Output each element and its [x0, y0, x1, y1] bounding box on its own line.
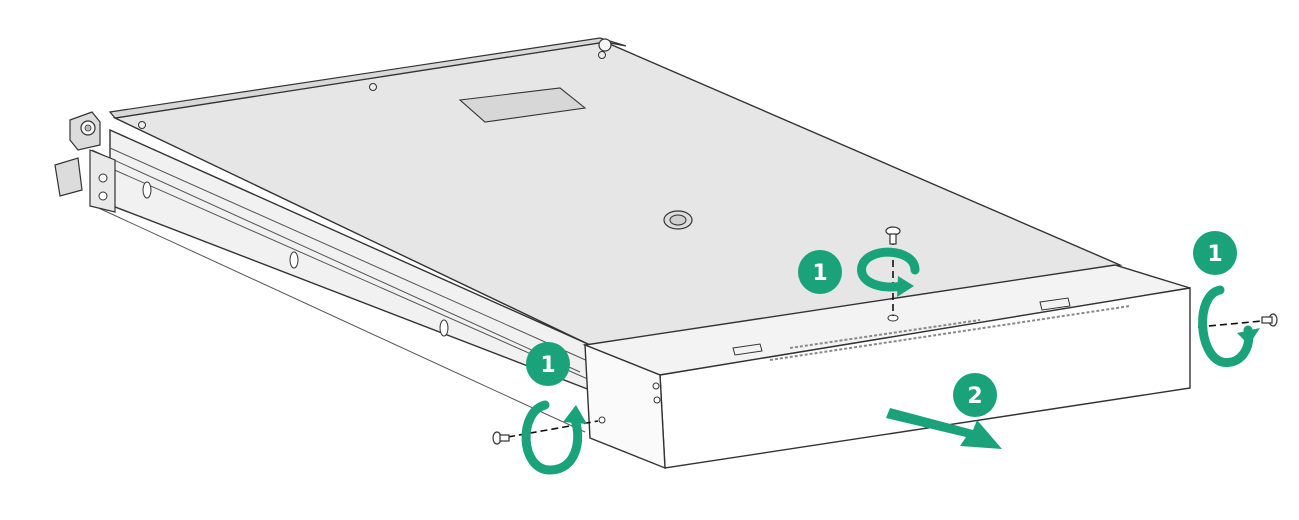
- front-cover: [582, 264, 1191, 470]
- chassis-rear-rim: [108, 37, 627, 119]
- front-cover-label: [732, 343, 763, 356]
- step-number: 2: [967, 384, 982, 409]
- top-cover-screws: [138, 51, 606, 129]
- mounting-ear-left: [54, 111, 108, 201]
- side-hole: [289, 251, 299, 269]
- step-badge-1-top: 1: [798, 250, 842, 294]
- rotate-arrow-icon: [521, 247, 1260, 475]
- step-number: 1: [812, 261, 827, 286]
- step-badge-2: 2: [953, 373, 997, 417]
- screw-icon: [492, 226, 1278, 445]
- front-cover-label: [1039, 297, 1071, 311]
- side-hole: [142, 181, 152, 199]
- step-badge-1-right: 1: [1193, 231, 1237, 275]
- pull-direction-arrow-icon: [886, 408, 1002, 449]
- server-chassis: [54, 37, 1123, 433]
- mounting-ear-right: [598, 38, 612, 52]
- side-hole: [439, 319, 449, 337]
- front-cover-left-end: [584, 343, 666, 470]
- top-label-panel: [458, 87, 587, 123]
- step-number: 1: [1207, 242, 1222, 267]
- top-cover-knob: [663, 210, 693, 230]
- front-cover-printed-text: [769, 305, 1131, 361]
- step-number: 1: [540, 353, 555, 378]
- step-badge-1-left: 1: [526, 342, 570, 386]
